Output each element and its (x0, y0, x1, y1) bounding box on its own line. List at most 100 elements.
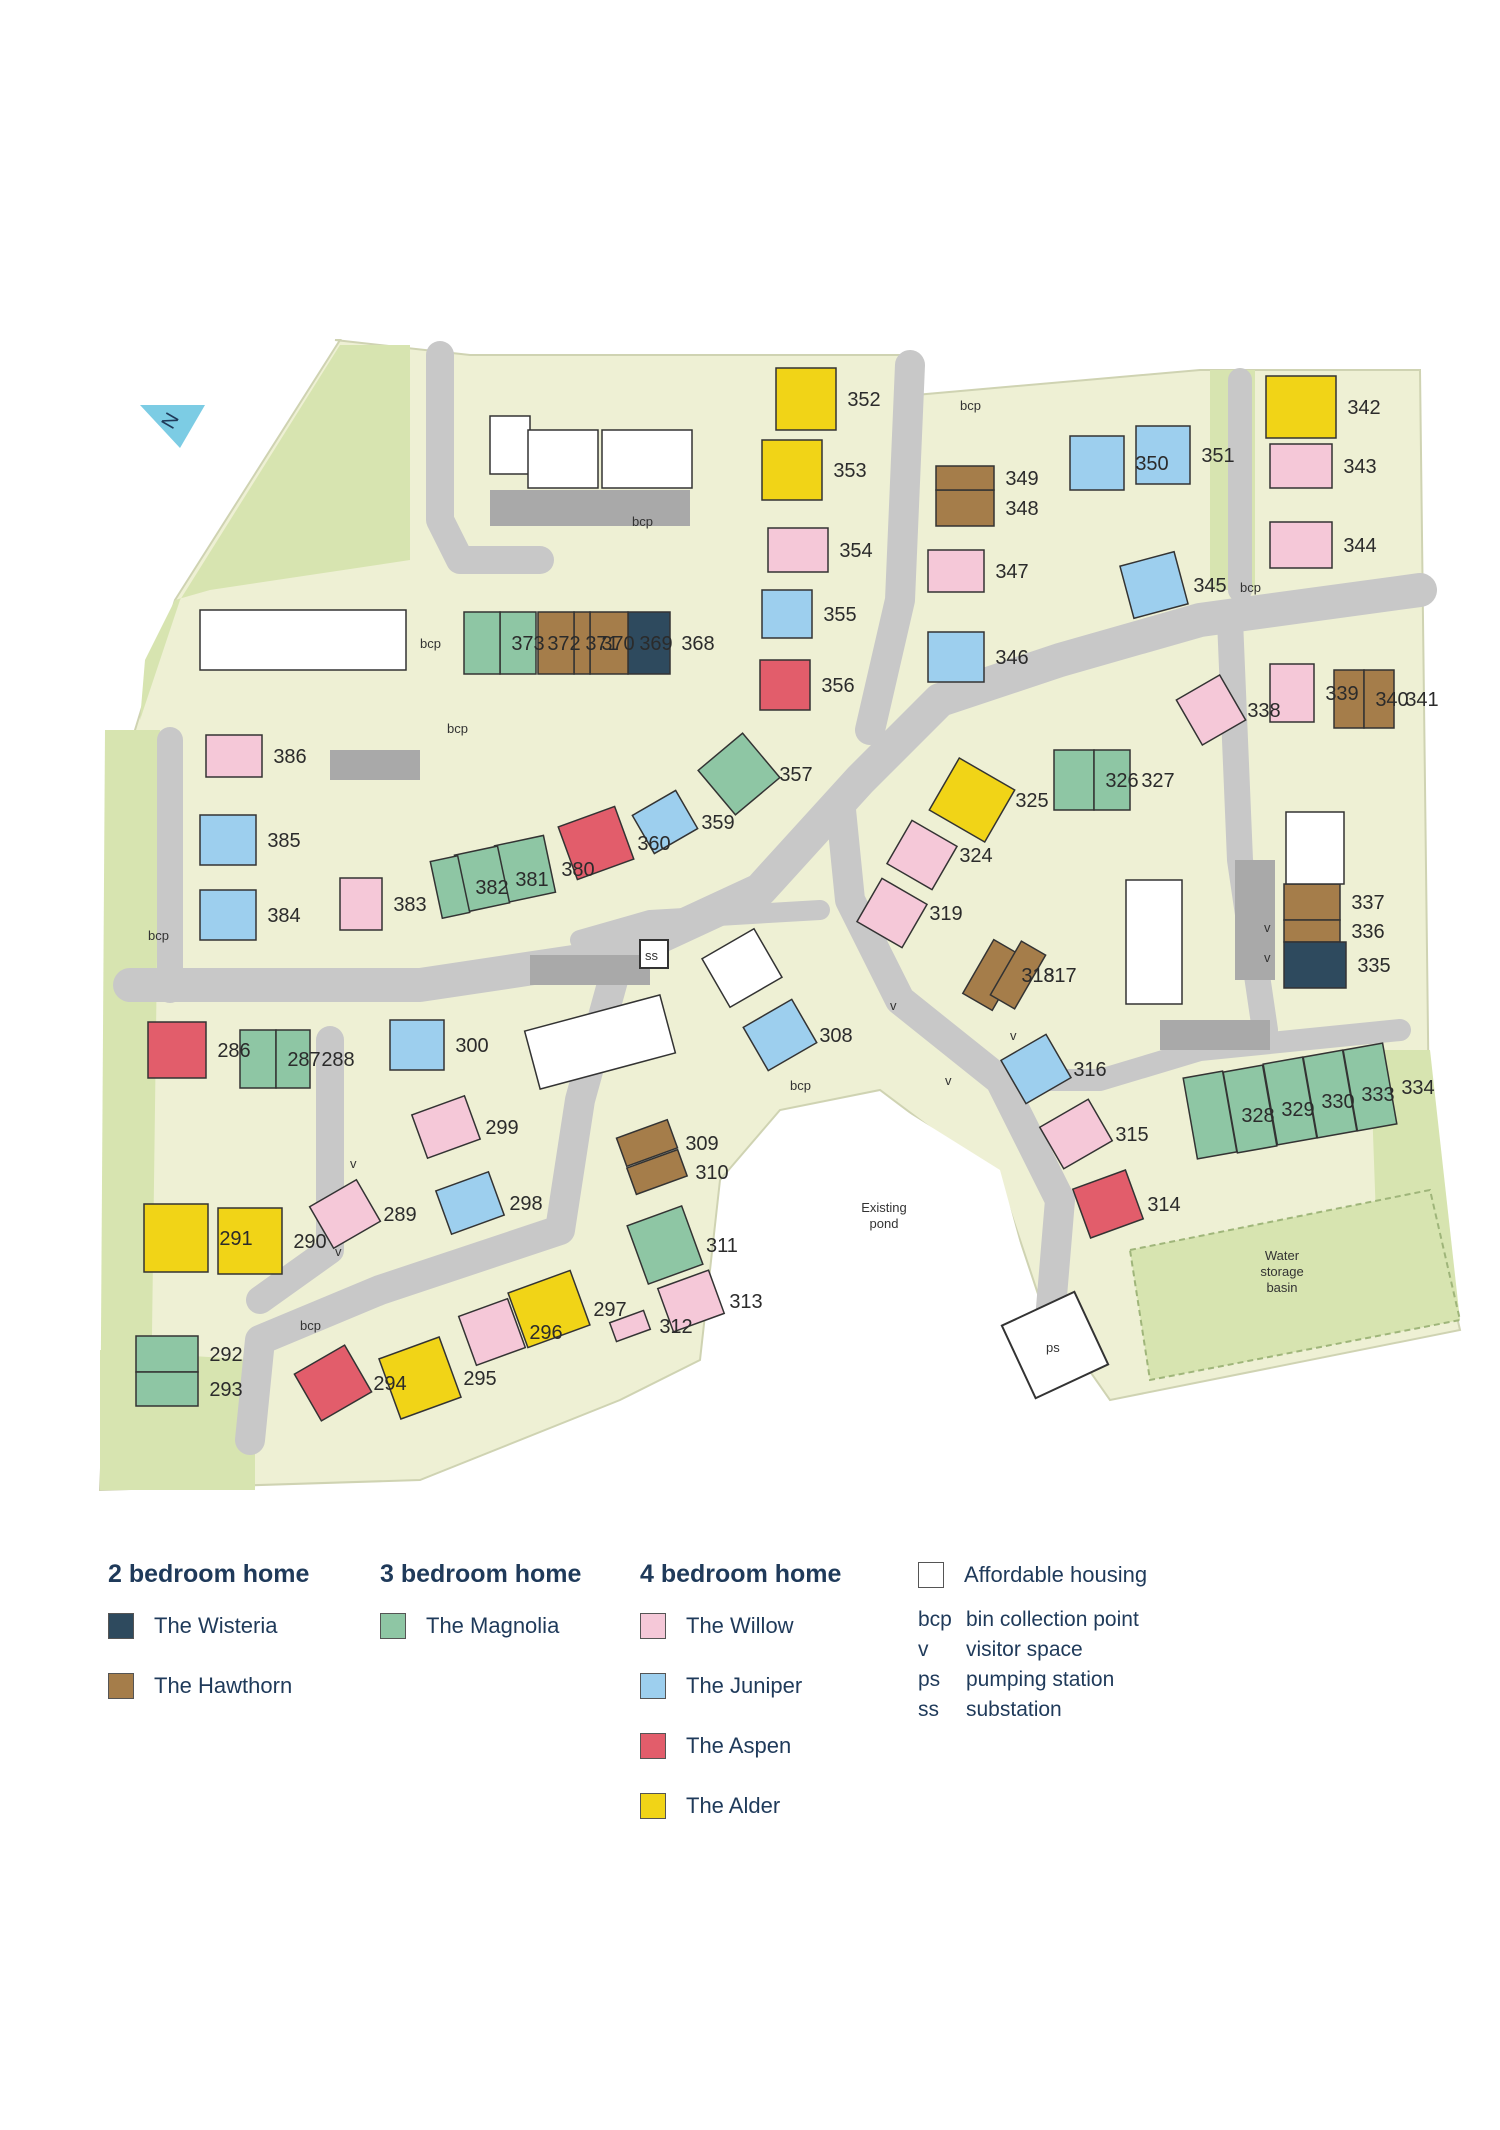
house-386[interactable] (205, 734, 263, 778)
house-350[interactable] (1069, 435, 1125, 491)
house-290[interactable] (217, 1207, 283, 1275)
plot-number-348: 348 (1005, 498, 1038, 520)
house-300[interactable] (389, 1019, 445, 1071)
house-351[interactable] (1135, 425, 1191, 485)
house-325[interactable] (928, 756, 1016, 844)
house-352[interactable] (775, 367, 837, 431)
house-348[interactable] (935, 489, 995, 527)
bcp-marker: bcp (790, 1078, 811, 1093)
house-308[interactable] (742, 998, 818, 1072)
house-314[interactable] (1071, 1169, 1145, 1239)
house-344[interactable] (1269, 521, 1333, 569)
legend-item-aspen: The Aspen (640, 1731, 841, 1761)
legend-4-bedroom: 4 bedroom home The Willow The Juniper Th… (640, 1560, 841, 1851)
house-336[interactable] (1283, 919, 1341, 943)
visitor-space-marker: v (1264, 950, 1271, 965)
house-289[interactable] (308, 1178, 382, 1250)
affordable-block[interactable] (700, 927, 784, 1009)
hawthorn-label: The Hawthorn (154, 1673, 293, 1698)
plot-number-286: 286 (217, 1040, 250, 1062)
house-342[interactable] (1265, 375, 1337, 439)
house-385[interactable] (199, 814, 257, 866)
house-349[interactable] (935, 465, 995, 491)
house-299[interactable] (410, 1094, 482, 1160)
house-291[interactable] (143, 1203, 209, 1273)
house-310[interactable] (625, 1148, 689, 1196)
affordable-housing-blocks (199, 415, 1345, 1091)
house-319[interactable] (855, 877, 929, 949)
house-292[interactable] (135, 1335, 199, 1373)
house-286[interactable] (147, 1021, 207, 1079)
affordable-block[interactable] (1125, 879, 1183, 1005)
house-309[interactable] (615, 1118, 679, 1168)
house-317[interactable] (989, 940, 1047, 1010)
affordable-block[interactable] (601, 429, 693, 489)
house-339[interactable] (1269, 663, 1315, 723)
house-346[interactable] (927, 631, 985, 683)
legend-3-bedroom: 3 bedroom home The Magnolia (380, 1560, 581, 1671)
legend-item-hawthorn: The Hawthorn (108, 1671, 309, 1701)
house-356[interactable] (759, 659, 811, 711)
pumping-station (1000, 1290, 1110, 1400)
house-360[interactable] (557, 805, 635, 881)
plot-number-339: 339 (1325, 683, 1358, 705)
house-312[interactable] (608, 1309, 652, 1343)
house-315[interactable] (1038, 1098, 1114, 1170)
house-383[interactable] (339, 877, 383, 931)
house-295[interactable] (378, 1336, 462, 1420)
house-297[interactable] (507, 1269, 591, 1349)
house-343[interactable] (1269, 443, 1333, 489)
house-353[interactable] (761, 439, 823, 501)
house-341[interactable] (1363, 669, 1395, 729)
house-313[interactable] (656, 1269, 726, 1333)
north-arrow: N (140, 405, 205, 448)
house-316[interactable] (999, 1033, 1073, 1105)
abbr-ss: ss substation (918, 1698, 1147, 1728)
house-296[interactable] (457, 1297, 527, 1367)
house-293[interactable] (135, 1371, 199, 1407)
house-334[interactable] (1342, 1042, 1398, 1132)
house-324[interactable] (885, 819, 959, 891)
plot-number-308: 308 (819, 1025, 852, 1047)
affordable-block[interactable] (1285, 811, 1345, 885)
house-298[interactable] (434, 1170, 506, 1236)
house-357[interactable] (697, 732, 781, 816)
house-347[interactable] (927, 549, 985, 593)
house-371[interactable] (537, 611, 575, 675)
legend-item-wisteria: The Wisteria (108, 1611, 309, 1641)
plot-number-369: 369 (639, 633, 672, 655)
house-369[interactable] (589, 611, 629, 675)
house-294[interactable] (293, 1344, 373, 1422)
bcp-marker: bcp (1240, 580, 1261, 595)
central-road (570, 900, 830, 950)
house-354[interactable] (767, 527, 829, 573)
house-287[interactable] (239, 1029, 277, 1089)
house-384[interactable] (199, 889, 257, 941)
house-338[interactable] (1175, 673, 1247, 747)
house-311[interactable] (626, 1204, 704, 1286)
house-368[interactable] (627, 611, 671, 675)
affordable-block[interactable] (199, 609, 407, 671)
affordable-block[interactable] (523, 993, 677, 1091)
plot-number-309: 309 (685, 1133, 718, 1155)
house-372[interactable] (499, 611, 537, 675)
alder-swatch (640, 1793, 666, 1819)
house-382[interactable] (429, 854, 471, 920)
house-373[interactable] (463, 611, 501, 675)
house-359[interactable] (631, 789, 699, 855)
house-355[interactable] (761, 589, 813, 639)
plot-number-357: 357 (779, 764, 812, 786)
visitor-space-marker: v (1010, 1028, 1017, 1043)
affordable-block[interactable] (489, 415, 531, 475)
plot-number-344: 344 (1343, 535, 1376, 557)
house-326[interactable] (1053, 749, 1095, 811)
house-337[interactable] (1283, 883, 1341, 921)
house-329[interactable] (1222, 1064, 1278, 1154)
house-345[interactable] (1119, 550, 1189, 620)
south-loop-road (825, 785, 1075, 1335)
house-327[interactable] (1093, 749, 1131, 811)
house-335[interactable] (1283, 941, 1347, 989)
affordable-block[interactable] (527, 429, 599, 489)
house-288[interactable] (275, 1029, 311, 1089)
alder-label: The Alder (686, 1793, 781, 1818)
